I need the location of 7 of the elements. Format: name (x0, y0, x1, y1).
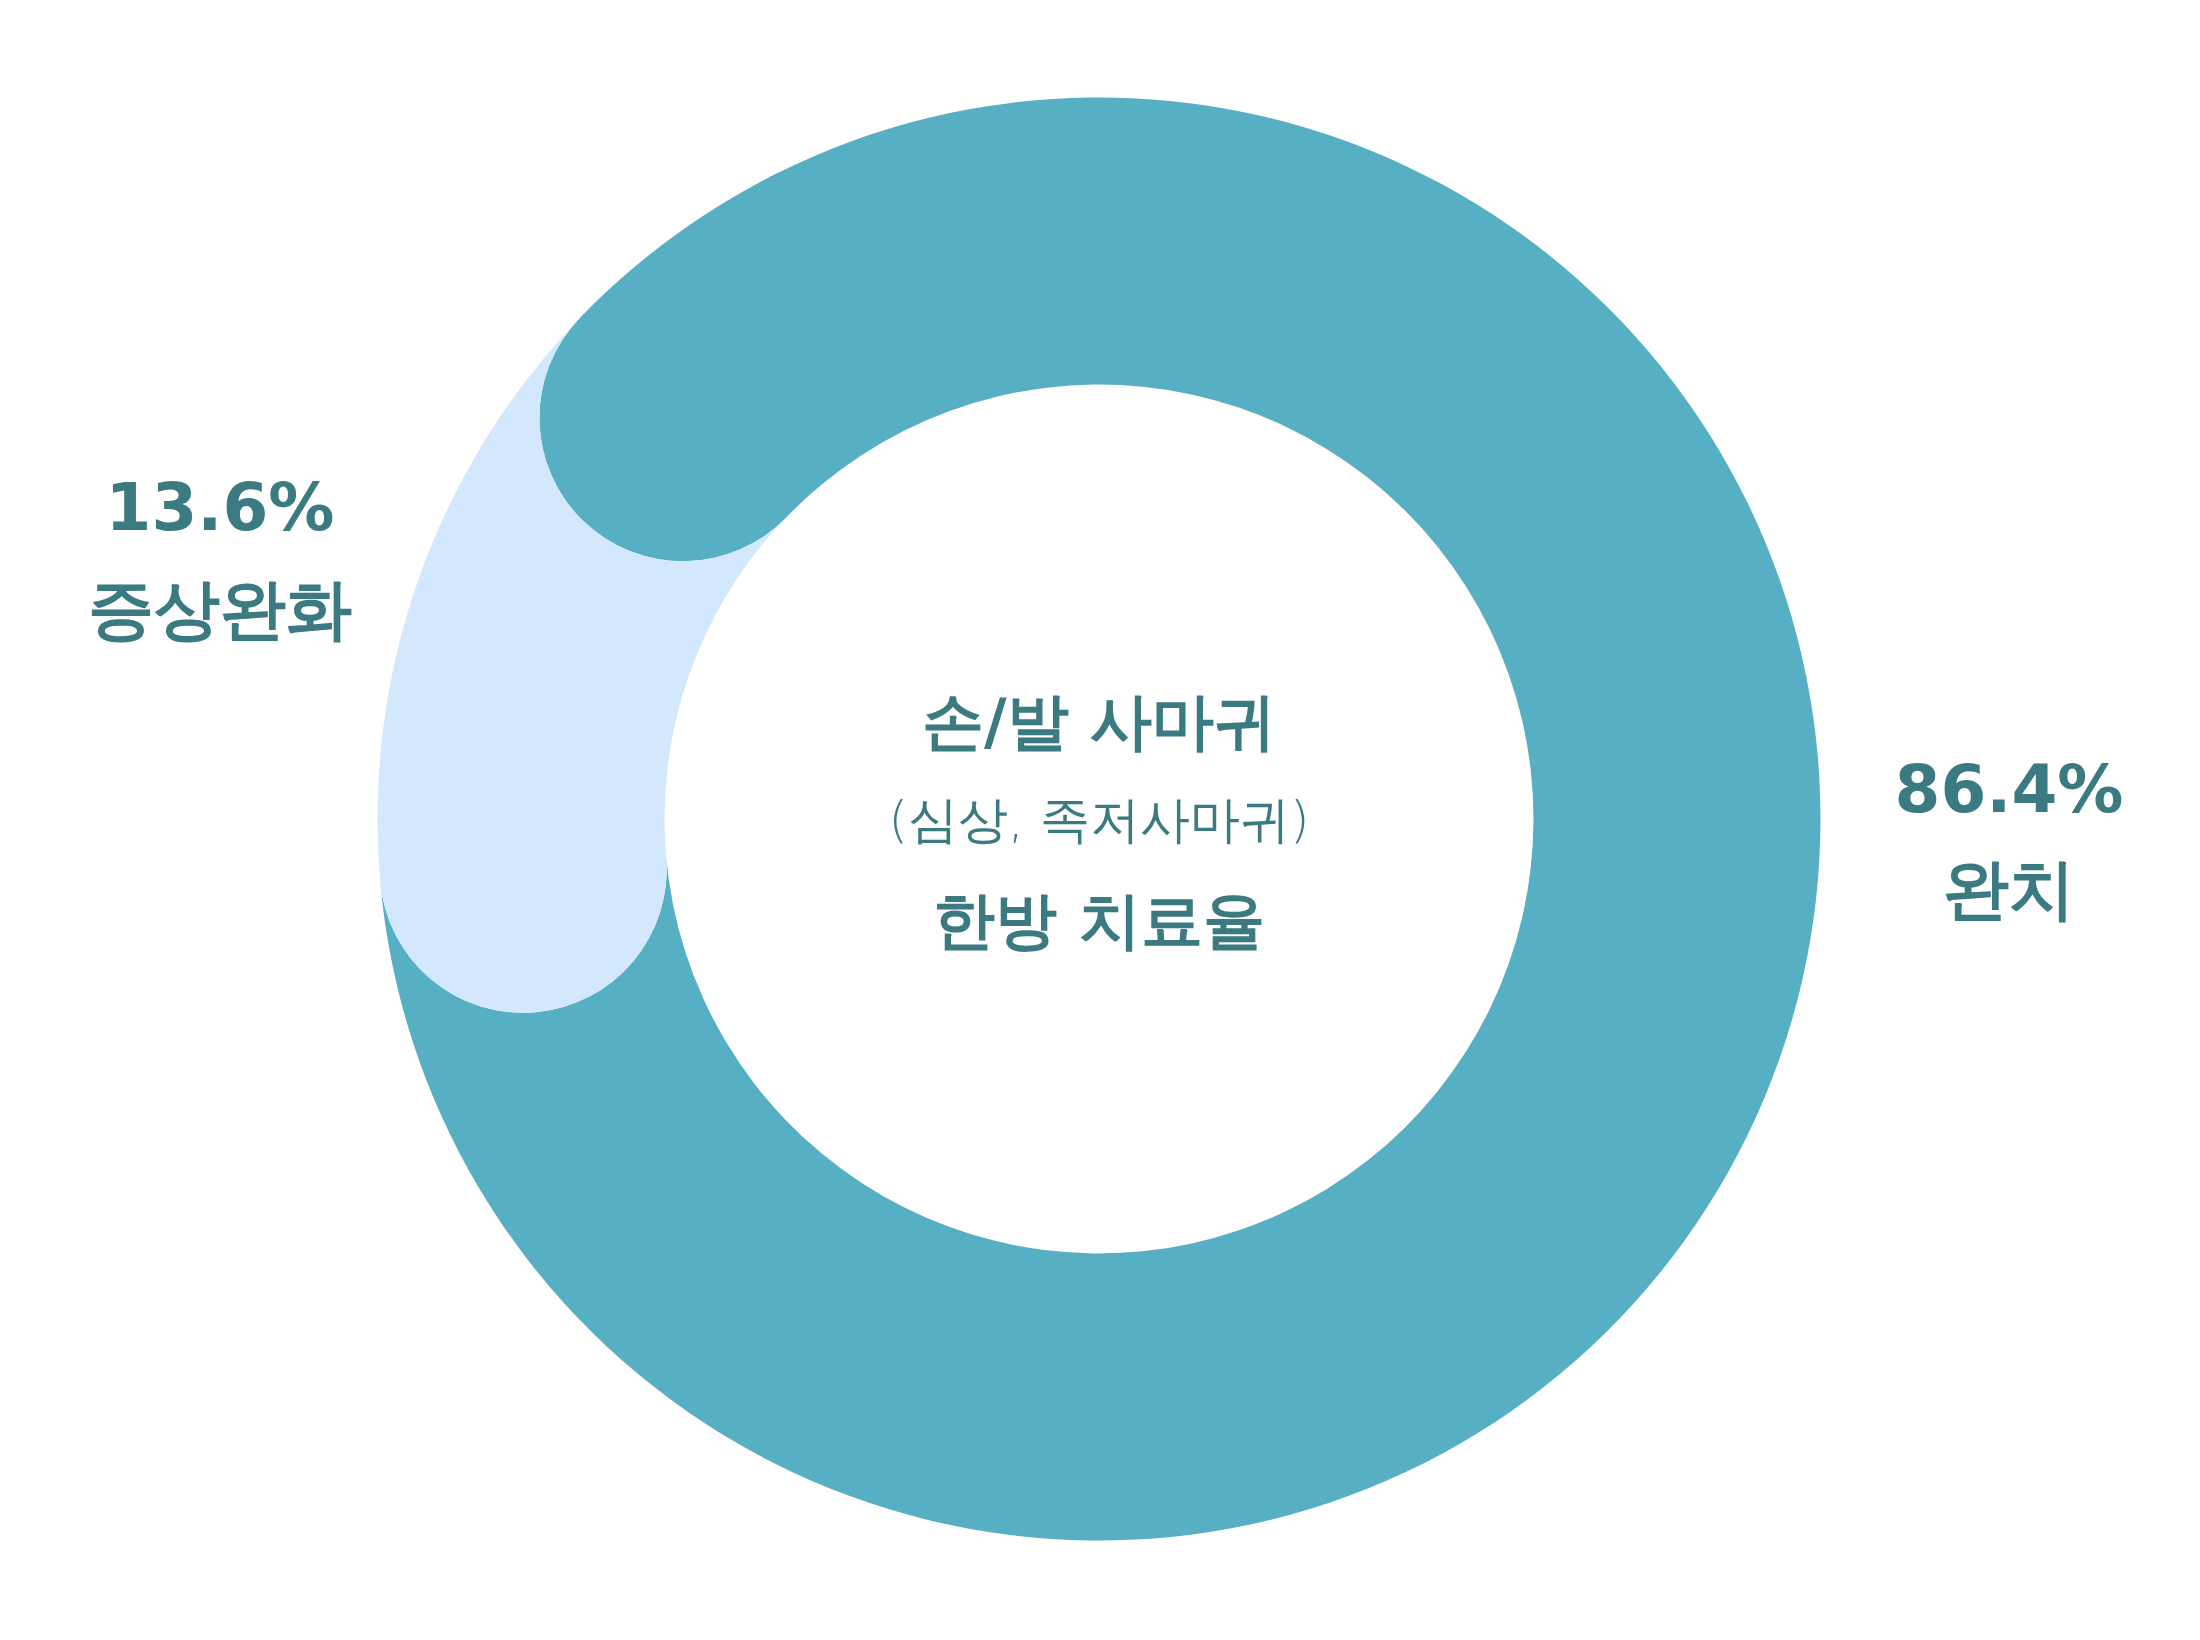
category-label: 완치 (1943, 857, 2075, 923)
category-label: 증상완화 (88, 577, 352, 643)
value-label: 86.4% (1894, 757, 2124, 823)
center-text: 손/발 사마귀 (921, 691, 1277, 753)
value-label: 13.6% (105, 475, 335, 541)
center-text: 한방 치료율 (933, 890, 1265, 952)
center-text: (심상, 족저사마귀) (888, 795, 1310, 845)
